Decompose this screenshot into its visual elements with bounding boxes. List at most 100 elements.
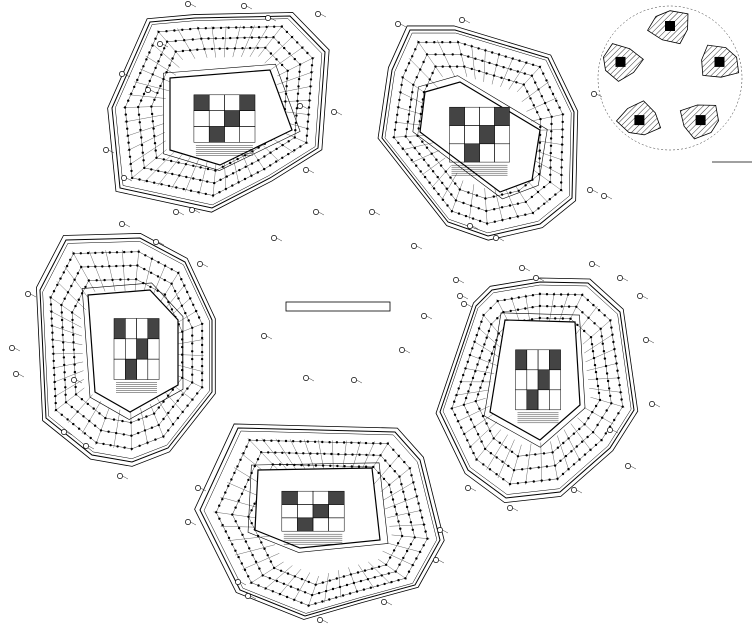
sprinkler-head [377,565,381,568]
branch-pipe [557,435,570,472]
core-room [328,490,345,505]
sprinkler-head [612,340,615,344]
branch-pipe [49,310,82,328]
branch-pipe [530,158,564,177]
axis-bubble [637,293,649,300]
branch-pipe [307,575,319,608]
sprinkler-head [115,251,119,254]
sprinkler-head [365,453,368,457]
branch-pipe [270,46,305,70]
sprinkler-head [49,303,53,306]
sprinkler-head [218,504,221,507]
sprinkler-head [156,275,160,278]
sprinkler-head [356,571,360,574]
sprinkler-head [453,413,457,416]
sprinkler-head [151,120,154,123]
sprinkler-head [592,303,595,307]
branch-pipe [382,550,415,567]
sprinkler-head [560,305,563,308]
sprinkler-head [84,285,87,289]
sprinkler-head [235,26,238,29]
branch-pipe [232,25,241,58]
sprinkler-head [478,407,481,410]
core-room [526,389,539,411]
sprinkler-head [200,343,204,347]
sprinkler-head [594,370,598,374]
sprinkler-head [101,251,104,254]
branch-pipe [477,327,503,350]
axis-bubbles [9,1,661,624]
sprinkler-head [529,467,532,470]
sprinkler-head [359,579,363,583]
sprinkler-head [138,444,141,447]
sprinkler-head [483,343,486,346]
sprinkler-head [52,290,56,293]
axis-bubble [457,293,469,300]
sprinkler-head [560,166,563,169]
sprinkler-head [72,341,75,344]
sprinkler-head [561,472,565,476]
branch-pipe [401,142,434,151]
sprinkler-head [495,456,498,459]
sprinkler-head [475,333,478,337]
sprinkler-head [603,357,607,360]
sprinkler-head [397,141,400,145]
sprinkler-head [240,562,243,565]
sprinkler-head [536,111,539,114]
sprinkler-head [181,49,185,53]
sprinkler-head [145,415,148,418]
branch-pipe [509,444,522,487]
sprinkler-head [124,113,128,116]
sprinkler-head [303,591,307,594]
branch-pipe [508,61,528,90]
axis-bubble [571,487,583,494]
sprinkler-head [583,329,586,333]
axis-bubble [83,443,95,450]
sprinkler-head [187,319,190,322]
sprinkler-head [401,147,404,150]
sprinkler-head [509,68,512,71]
axis-bubble [351,377,363,384]
axis-bubble [121,175,133,182]
sprinkler-head [357,465,361,468]
sprinkler-head [281,451,284,454]
sprinkler-head [234,506,237,509]
sprinkler-head [237,526,241,530]
sprinkler-head [396,542,400,545]
key-plan [597,5,743,151]
sprinkler-head [400,83,403,87]
sprinkler-head [408,105,412,109]
sprinkler-head [219,178,222,181]
sprinkler-head [477,207,480,210]
sprinkler-head [525,454,528,457]
sprinkler-head [207,37,210,40]
branch-pipe [441,172,458,201]
axis-bubble [157,41,169,48]
branch-pipe [451,180,464,214]
sprinkler-head [225,175,228,178]
sprinkler-head [470,67,473,71]
sprinkler-head [398,98,401,102]
sprinkler-head [422,60,425,64]
sprinkler-head [200,372,204,375]
branch-pipe [122,249,126,291]
branch-pipe [140,407,149,445]
sprinkler-head [490,352,494,355]
branch-pipe [531,113,565,122]
sprinkler-head [277,439,280,443]
core-room [224,110,240,127]
branch-pipe [54,387,85,412]
tower-plan-5 [194,423,445,620]
sprinkler-head [501,460,504,463]
branch-pipe [456,405,490,423]
axis-bubble [437,527,449,534]
sprinkler-head [234,549,237,552]
sprinkler-head [119,278,122,281]
sprinkler-head [189,27,192,31]
sprinkler-head [87,265,90,268]
sprinkler-head [77,298,81,301]
axis-bubble [643,337,655,344]
sprinkler-head [299,440,302,443]
sprinkler-head [138,121,141,124]
sprinkler-head [191,334,194,337]
